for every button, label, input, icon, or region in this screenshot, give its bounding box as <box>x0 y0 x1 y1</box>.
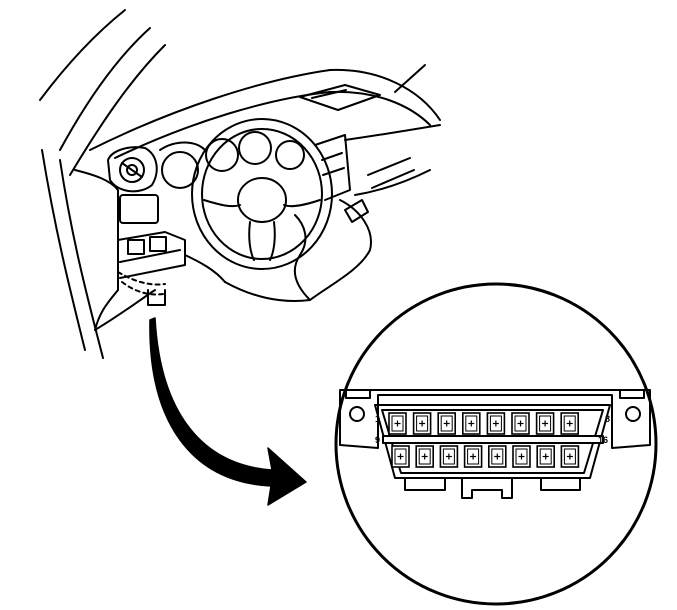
mount-hole-right <box>625 406 641 422</box>
pin-cavity-top-2 <box>412 412 432 435</box>
pin-cavity-top-4 <box>461 412 481 435</box>
dlc-connector <box>339 389 651 499</box>
connector-divider <box>382 435 604 444</box>
door-edge <box>41 149 86 351</box>
pin-cavity-bottom-11 <box>439 445 459 468</box>
defroster-vent <box>299 84 381 111</box>
dashboard-illustration <box>39 9 441 359</box>
pin-cavity-bottom-14 <box>512 445 531 468</box>
left-vent <box>107 146 158 193</box>
pin-label-8: 8 <box>605 414 610 424</box>
pin-label-1: 1 <box>375 414 380 424</box>
pin-cavity-top-1 <box>388 412 407 435</box>
latch-tab-right <box>540 478 581 491</box>
dlc-tab <box>147 289 166 306</box>
pin-label-16: 16 <box>598 435 608 445</box>
pin-cavity-top-6 <box>511 412 530 435</box>
right-vent <box>367 157 411 176</box>
connector-bracket <box>339 389 651 449</box>
pin-row-top <box>388 412 580 435</box>
mount-hole-left <box>349 406 365 422</box>
pin-cavity-bottom-16 <box>560 445 580 468</box>
latch-tab-left <box>404 478 446 491</box>
connector-body <box>374 404 611 479</box>
steering-wheel <box>191 118 333 270</box>
pin-cavity-bottom-10 <box>415 445 435 468</box>
latch-center <box>461 478 513 499</box>
switch-panel <box>119 194 159 224</box>
pin-label-9: 9 <box>375 435 380 445</box>
pin-cavity-top-3 <box>437 412 457 435</box>
dlc-hidden-location <box>117 271 166 296</box>
knee-panel <box>117 231 186 279</box>
pin-row-bottom <box>391 445 580 468</box>
pin-cavity-top-7 <box>535 412 555 435</box>
pin-cavity-bottom-13 <box>487 445 507 468</box>
pointer-arrow <box>149 317 307 506</box>
pin-cavity-bottom-12 <box>463 445 483 468</box>
dash-top <box>89 68 441 151</box>
pin-cavity-bottom-9 <box>391 445 410 468</box>
pin-cavity-top-8 <box>560 412 580 435</box>
pin-cavity-bottom-15 <box>536 445 556 468</box>
a-pillar <box>39 9 126 101</box>
pin-cavity-top-5 <box>486 412 506 435</box>
